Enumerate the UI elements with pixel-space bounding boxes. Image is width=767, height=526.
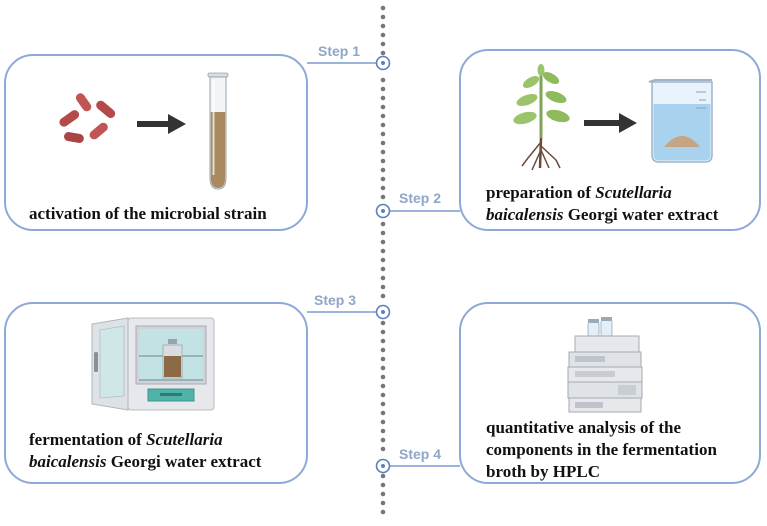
timeline-dot: [380, 248, 386, 254]
timeline-dot: [380, 392, 386, 398]
timeline-dot: [380, 41, 386, 47]
timeline-dot: [380, 338, 386, 344]
timeline-dot: [380, 446, 386, 452]
timeline-dot: [380, 5, 386, 11]
timeline-dot: [380, 23, 386, 29]
step2-caption-part: preparation of: [486, 183, 596, 202]
timeline-dot: [380, 77, 386, 83]
arrow-right-icon: [584, 113, 637, 133]
step4-node: [375, 458, 391, 474]
timeline-dot: [380, 257, 386, 263]
timeline-dot: [380, 509, 386, 515]
timeline-dot: [380, 365, 386, 371]
step2-label: Step 2: [399, 190, 442, 206]
timeline-dot: [380, 482, 386, 488]
timeline-dot: [380, 437, 386, 443]
timeline-dot: [380, 149, 386, 155]
timeline-dot: [380, 131, 386, 137]
timeline-dot: [380, 14, 386, 20]
step1-caption: activation of the microbial strain: [29, 203, 267, 225]
beaker-icon: [648, 79, 713, 163]
step4-caption-line: components in the fermentation: [486, 440, 717, 459]
timeline-dot: [380, 419, 386, 425]
step4-caption-line: broth by HPLC: [486, 462, 600, 481]
timeline-dot: [380, 356, 386, 362]
step2-node: [375, 203, 391, 219]
step4-caption-line: quantitative analysis of the: [486, 418, 682, 437]
plant-icon: [513, 64, 570, 171]
timeline-dot: [380, 329, 386, 335]
step4-label: Step 4: [399, 446, 442, 462]
timeline-dot: [380, 176, 386, 182]
step3-label: Step 3: [314, 292, 357, 308]
test-tube-icon: [207, 72, 229, 190]
step2-caption-part: Georgi water extract: [563, 205, 719, 224]
timeline-dot: [380, 473, 386, 479]
step3-node: [375, 304, 391, 320]
step3-caption: fermentation of Scutellaria baicalensis …: [29, 429, 261, 473]
timeline-dot: [380, 140, 386, 146]
timeline-dot: [380, 401, 386, 407]
timeline-dot: [380, 428, 386, 434]
step2-caption: preparation of Scutellaria baicalensis G…: [486, 182, 718, 226]
step2-caption-part-italic: baicalensis: [486, 205, 564, 224]
timeline-dot: [380, 491, 386, 497]
timeline-dot: [380, 275, 386, 281]
step1-label: Step 1: [318, 43, 361, 59]
timeline-dot: [380, 194, 386, 200]
timeline-dot: [380, 383, 386, 389]
timeline-dot: [380, 266, 386, 272]
arrow-right-icon: [137, 114, 186, 134]
timeline-dot: [380, 320, 386, 326]
step1-caption-text: activation of the microbial strain: [29, 204, 267, 223]
timeline-dot: [380, 500, 386, 506]
step3-caption-part-italic: Scutellaria: [146, 430, 223, 449]
timeline-dot: [380, 230, 386, 236]
hplc-instrument-icon: [567, 317, 643, 413]
timeline-dot: [380, 32, 386, 38]
timeline-dot: [380, 374, 386, 380]
incubator-icon: [91, 317, 215, 411]
timeline-dot: [380, 122, 386, 128]
step2-caption-part-italic: Scutellaria: [595, 183, 672, 202]
timeline-dot: [380, 284, 386, 290]
timeline-dot: [380, 95, 386, 101]
step1-node: [375, 55, 391, 71]
timeline-dot: [380, 86, 386, 92]
timeline-dot: [380, 347, 386, 353]
timeline-dot: [380, 167, 386, 173]
timeline-dot: [380, 113, 386, 119]
timeline-dot: [380, 50, 386, 56]
timeline-dot: [380, 239, 386, 245]
timeline-dot: [380, 293, 386, 299]
bacteria-icon: [59, 93, 116, 143]
timeline-dot: [380, 410, 386, 416]
timeline-dot: [380, 221, 386, 227]
dotted-timeline: [380, 5, 386, 515]
step4-caption: quantitative analysis of the components …: [486, 417, 717, 483]
timeline-dot: [380, 185, 386, 191]
timeline-dot: [380, 104, 386, 110]
timeline-dot: [380, 158, 386, 164]
step3-caption-part: Georgi water extract: [106, 452, 262, 471]
step3-caption-part-italic: baicalensis: [29, 452, 107, 471]
step3-caption-part: fermentation of: [29, 430, 147, 449]
